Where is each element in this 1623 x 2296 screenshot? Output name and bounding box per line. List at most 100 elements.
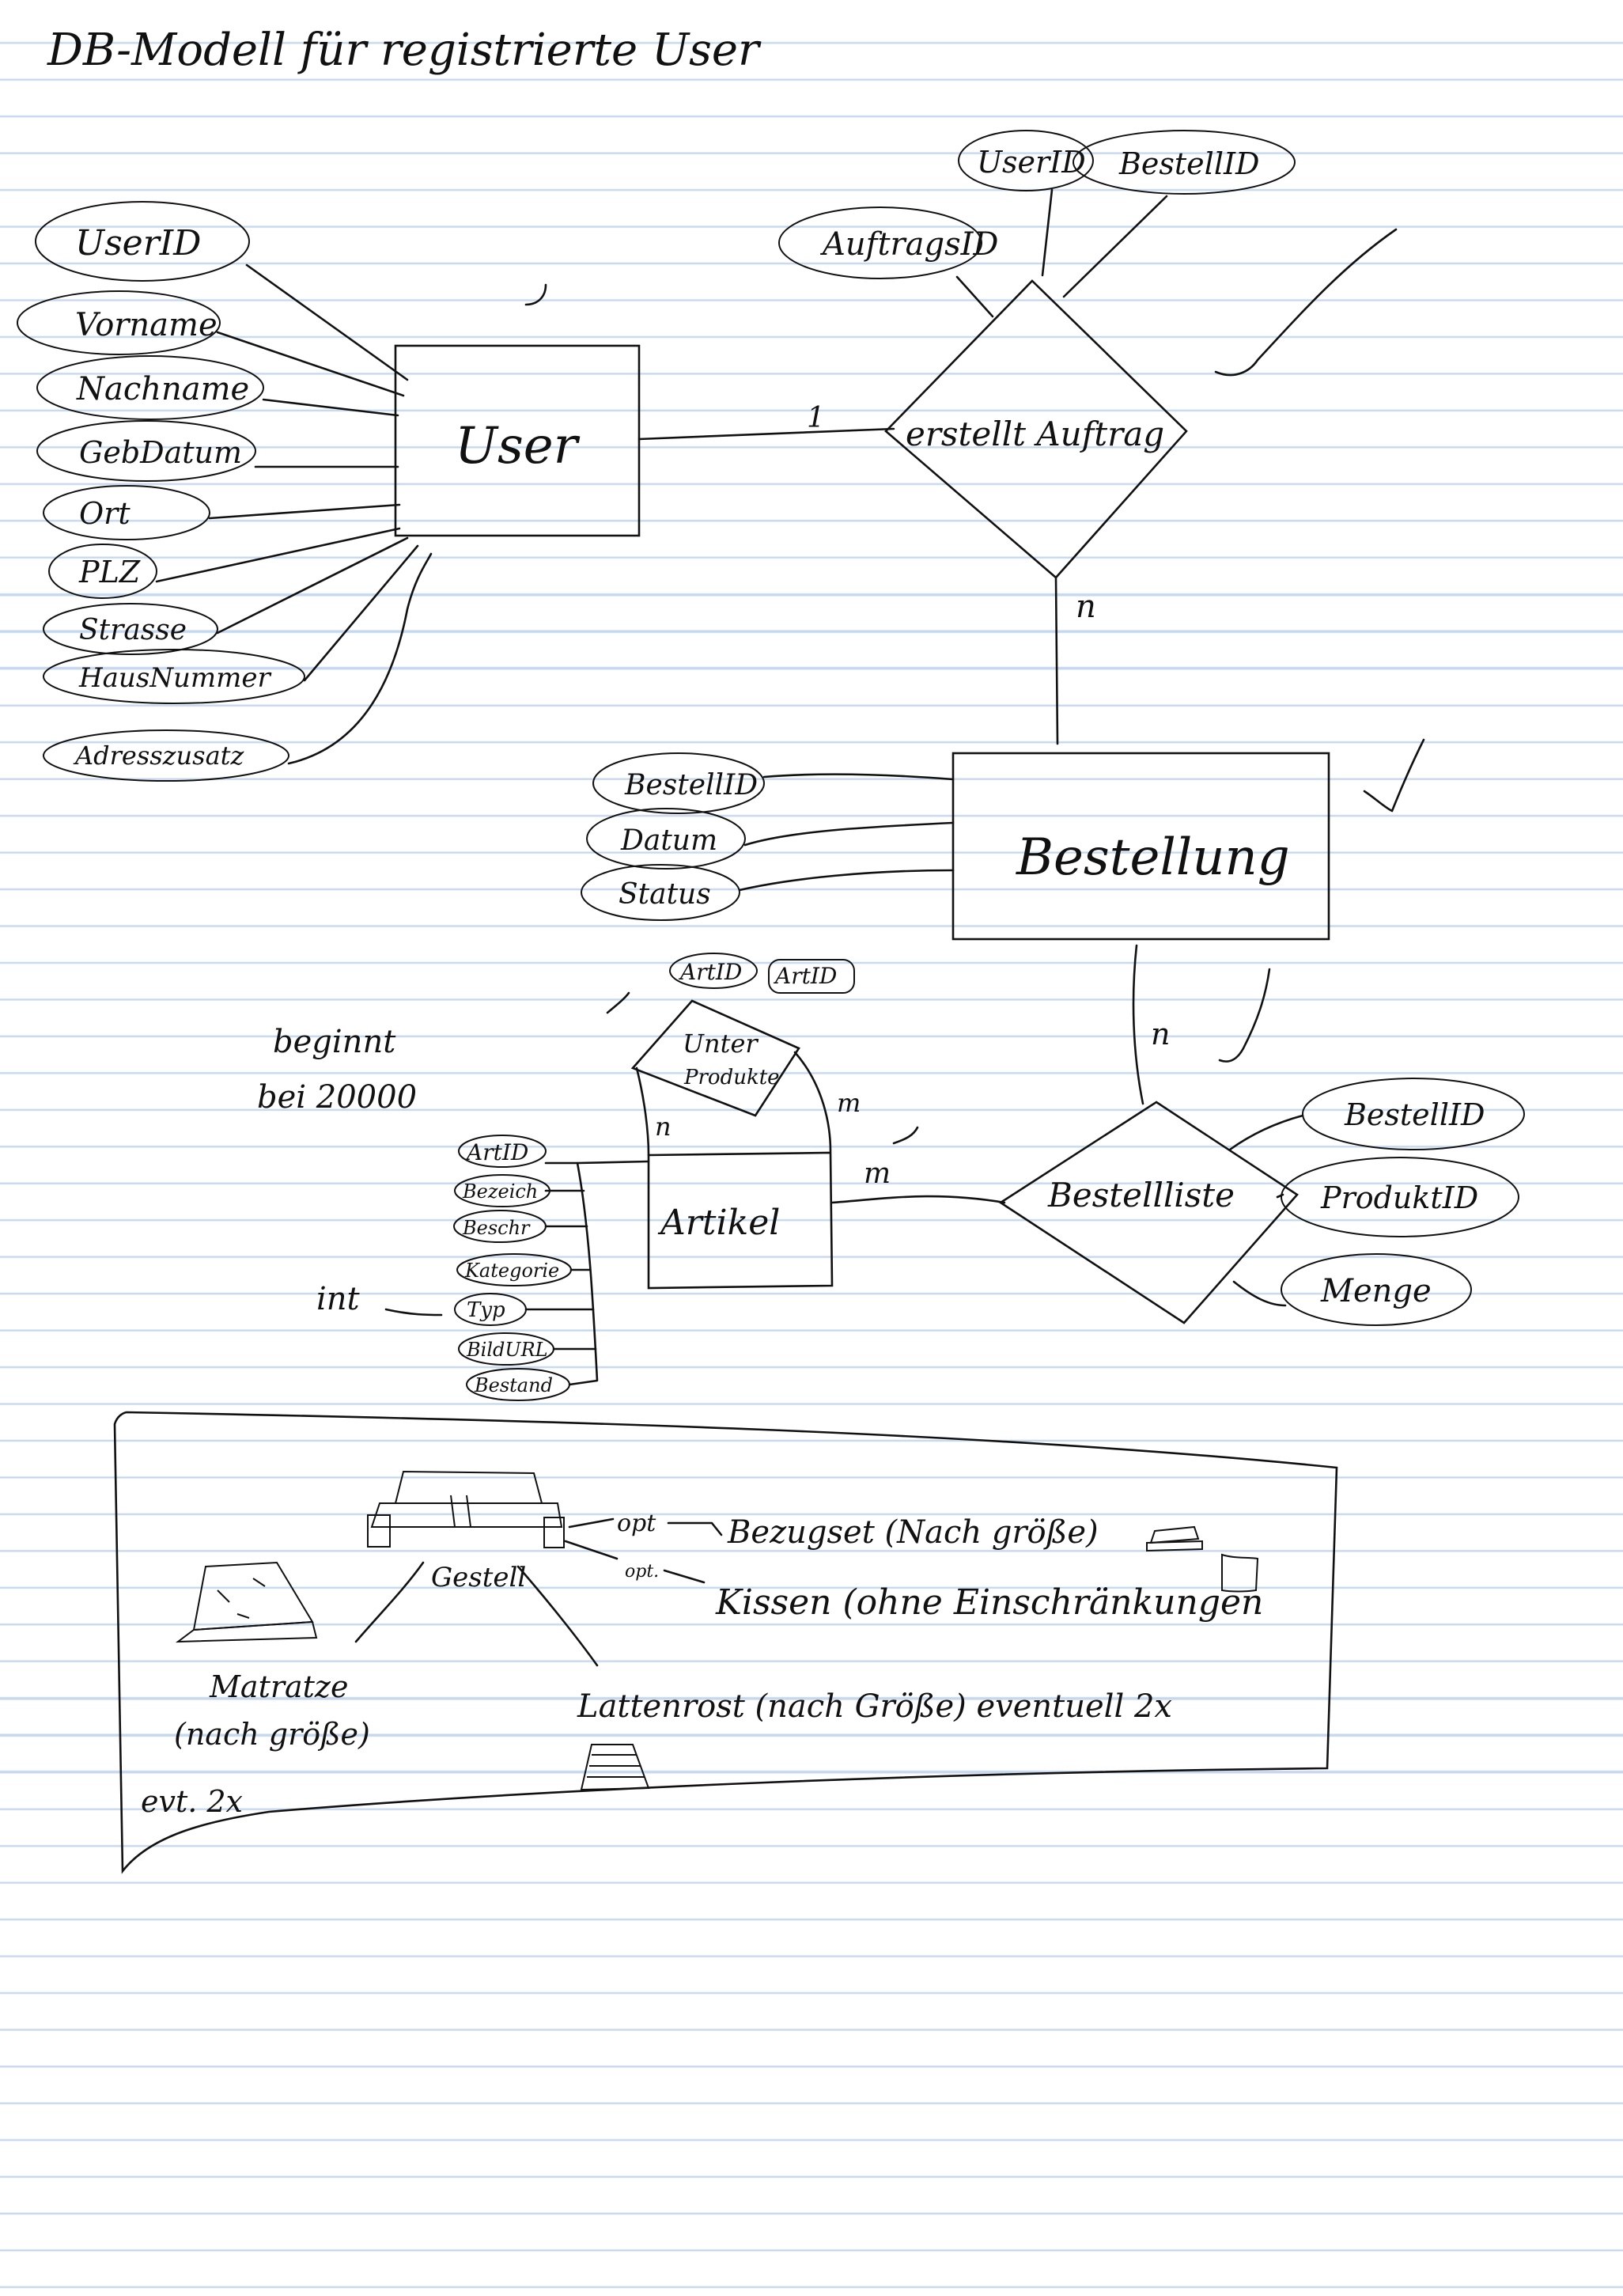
attr-user-strasse-label: Strasse — [79, 614, 187, 646]
attr-auftrag-userid — [958, 130, 1094, 191]
attr-user-gebdatum — [36, 420, 256, 482]
attr-user-plz — [48, 544, 157, 599]
attr-auftrag-userid-label: UserID — [977, 145, 1086, 180]
attr-user-hausnummer — [43, 649, 305, 704]
user-attributes: UserID Vorname Nachname GebDatum Ort PLZ… — [17, 201, 305, 782]
attr-auftrag-auftragsid — [778, 206, 982, 279]
cardinality-artikel-liste: m — [864, 1157, 891, 1190]
note-bei-20000: bei 20000 — [257, 1079, 417, 1116]
entity-artikel-label: Artikel — [657, 1203, 780, 1243]
attr-auftrag-bestellid — [1073, 130, 1296, 195]
link-auftrag-bestellung — [1054, 576, 1059, 745]
attr-user-vorname-label: Vorname — [75, 307, 218, 343]
attr-bestellliste-bestellid — [1302, 1078, 1525, 1150]
relationship-unter-produkte-label-2: Produkte — [683, 1066, 780, 1089]
attr-user-plz-label: PLZ — [78, 555, 141, 589]
attr-user-adresszusatz-label: Adresszusatz — [73, 741, 245, 771]
artikel-attributes: ArtID Bezeich Beschr Kategorie Typ BildU… — [453, 1135, 572, 1401]
attr-bestellung-bestellid — [592, 752, 765, 814]
check-mark — [1218, 968, 1271, 1063]
attr-bestellung-datum-label: Datum — [620, 824, 717, 857]
bed-frame-icon — [367, 1470, 565, 1548]
bezugset-icon — [1146, 1525, 1203, 1552]
cardinality-auftrag-bestellung: n — [1076, 589, 1096, 625]
relationship-bestellliste — [998, 1101, 1299, 1324]
note-beginnt: beginnt — [273, 1024, 396, 1060]
sketch-bezugset: Bezugset (Nach größe) — [727, 1514, 1099, 1551]
link-artikel-bestellliste — [830, 1195, 1006, 1204]
attr-artikel-beschr-label: Beschr — [462, 1217, 531, 1239]
check-mark — [524, 283, 547, 306]
attr-user-userid-label: UserID — [75, 223, 201, 263]
entity-bestellung-label: Bestellung — [1016, 828, 1290, 887]
sketch-box — [113, 1411, 1338, 1874]
attr-bestellung-status-label: Status — [619, 878, 711, 911]
sketch-gestell-label: Gestell — [431, 1562, 526, 1593]
sketch-matratze-1: Matratze — [209, 1669, 348, 1704]
check-mark — [892, 1126, 919, 1145]
relationship-unter-produkte-label-1: Unter — [683, 1029, 759, 1059]
attr-unter-artid-1-label: ArtID — [678, 959, 742, 985]
attr-user-hausnummer-label: HausNummer — [78, 662, 272, 694]
attr-user-gebdatum-label: GebDatum — [79, 435, 242, 470]
attr-user-ort — [43, 485, 210, 540]
check-mark — [1363, 738, 1425, 813]
entity-bestellung-box — [951, 752, 1330, 941]
attr-user-adresszusatz — [43, 729, 289, 782]
attr-unter-artid-1 — [669, 953, 758, 989]
relationship-erstellt-auftrag-label: erstellt Auftrag — [906, 415, 1164, 453]
attr-bestellung-datum — [586, 808, 746, 870]
attr-artikel-bezeich-label: Bezeich — [462, 1180, 538, 1203]
attr-auftrag-bestellid-label: BestellID — [1118, 146, 1259, 181]
attr-user-ort-label: Ort — [79, 496, 131, 531]
attr-user-strasse — [43, 603, 218, 655]
attr-artikel-bildurl-label: BildURL — [466, 1339, 548, 1361]
relationship-bestellliste-label: Bestellliste — [1047, 1176, 1235, 1214]
attr-bestellliste-produktid-label: ProduktID — [1320, 1180, 1478, 1215]
attr-bestellliste-menge-label: Menge — [1320, 1273, 1432, 1309]
attr-bestellliste-menge — [1281, 1253, 1472, 1326]
lattenrost-icon — [580, 1744, 650, 1791]
cardinality-unter-n: n — [655, 1112, 672, 1142]
entity-user-label: User — [455, 417, 581, 475]
check-mark — [606, 991, 630, 1014]
attr-bestellung-status — [581, 864, 740, 921]
matratze-icon — [175, 1561, 318, 1643]
link-user-auftrag — [637, 427, 895, 441]
attr-artikel-bestand-label: Bestand — [474, 1374, 553, 1396]
sketch-kissen: Kissen (ohne Einschränkungen — [715, 1582, 1263, 1623]
attr-unter-artid-2-label: ArtID — [773, 963, 837, 989]
entity-artikel-box — [647, 1151, 834, 1290]
attr-artikel-typ-label: Typ — [467, 1298, 505, 1322]
attr-user-userid — [35, 201, 250, 282]
kissen-icon — [1221, 1553, 1259, 1593]
sketch-opt-2: opt. — [625, 1562, 659, 1582]
attr-user-nachname-label: Nachname — [76, 371, 249, 407]
attr-artikel-kategorie-label: Kategorie — [464, 1260, 559, 1282]
entity-user-box — [394, 344, 641, 537]
note-int: int — [316, 1281, 361, 1317]
cardinality-user-auftrag: 1 — [807, 402, 825, 434]
cardinality-bestellung-liste: n — [1151, 1017, 1170, 1051]
attr-auftrag-auftragsid-label: AuftragsID — [819, 226, 999, 263]
sketch-matratze-3: evt. 2x — [141, 1784, 243, 1819]
attr-user-nachname — [36, 355, 264, 420]
attr-bestellung-bestellid-label: BestellID — [624, 769, 758, 801]
attr-bestellliste-produktid — [1281, 1157, 1519, 1237]
attr-unter-artid-2 — [768, 959, 855, 994]
sketch-matratze-2: (nach größe) — [174, 1717, 370, 1752]
attr-bestellliste-bestellid-label: BestellID — [1344, 1097, 1485, 1132]
check-mark — [1214, 228, 1398, 377]
attr-user-vorname — [17, 290, 221, 355]
artikel-attribute-bracket — [544, 1161, 599, 1386]
attr-artikel-artid-label: ArtID — [464, 1139, 528, 1165]
sketch-lattenrost: Lattenrost (nach Größe) eventuell 2x — [577, 1688, 1172, 1725]
user-attribute-connectors — [155, 263, 433, 765]
attr-artikel-artid — [458, 1135, 547, 1168]
page-title: DB-Modell für registrierte User — [47, 25, 762, 76]
link-bestellung-bestellliste — [1132, 944, 1144, 1105]
relationship-unter-produkte — [630, 999, 800, 1117]
cardinality-unter-m: m — [837, 1088, 861, 1118]
sketch-opt-1: opt — [617, 1510, 656, 1537]
